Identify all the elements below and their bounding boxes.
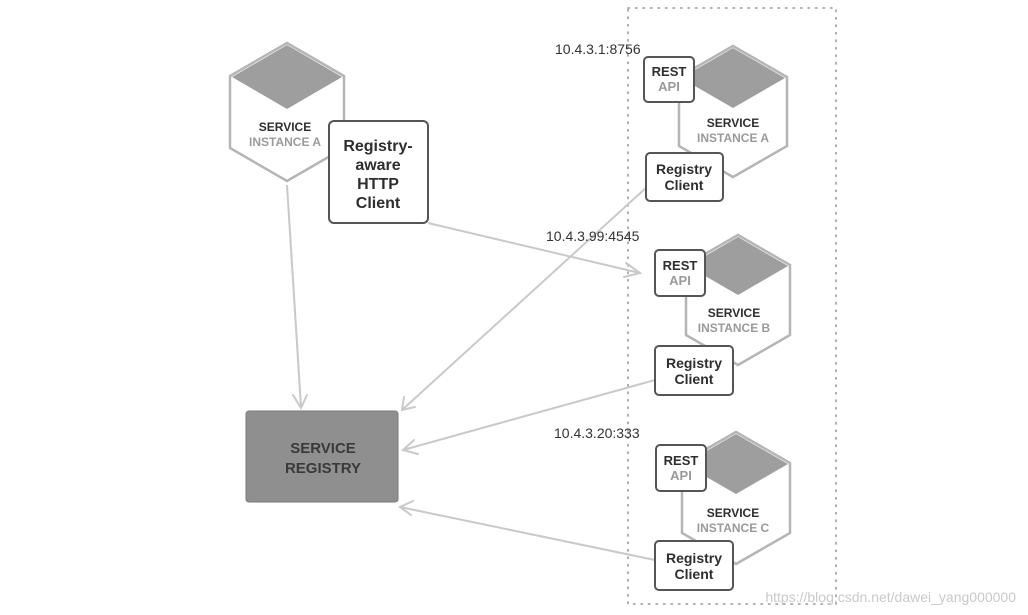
arrow-instance-b-client-to-registry <box>400 379 656 455</box>
service-registry: SERVICE REGISTRY <box>245 410 399 503</box>
service-instance-a: 10.4.3.1:8756 SERVICE INSTANCE A REST AP… <box>555 41 789 202</box>
arrows <box>286 184 656 561</box>
instance-b-client-line2: Client <box>675 371 714 387</box>
service-instance-b: 10.4.3.99:4545 SERVICE INSTANCE B REST A… <box>546 228 792 396</box>
instance-a-rest-api: REST API <box>643 56 695 103</box>
instance-a-api-line1: REST <box>652 64 687 79</box>
instance-c-client-line2: Client <box>675 566 714 582</box>
registry-line1: SERVICE <box>290 440 356 457</box>
watermark-text: https://blog.csdn.net/dawei_yang000000 <box>765 589 1016 605</box>
instance-c-instance-label: INSTANCE C <box>697 521 770 535</box>
client-service-label: SERVICE <box>259 120 311 134</box>
instance-a-instance-label: INSTANCE A <box>697 131 769 145</box>
http-client-line2: aware <box>355 157 400 174</box>
instance-a-service-label: SERVICE <box>707 116 759 130</box>
arrow-client-to-registry <box>286 184 308 411</box>
instance-a-client-line2: Client <box>665 177 704 193</box>
instance-a-address: 10.4.3.1:8756 <box>555 41 641 57</box>
instance-b-rest-api: REST API <box>654 249 706 297</box>
instance-c-rest-api: REST API <box>655 444 707 492</box>
instance-c-address: 10.4.3.20:333 <box>554 425 640 441</box>
instance-c-service-label: SERVICE <box>707 506 759 520</box>
client-service-hexagon: SERVICE INSTANCE A <box>228 41 346 183</box>
instance-c-api-line2: API <box>670 468 692 483</box>
instance-b-instance-label: INSTANCE B <box>698 321 771 335</box>
client-service-instance-label: INSTANCE A <box>249 135 321 149</box>
instance-c-api-line1: REST <box>664 453 699 468</box>
http-client-line4: Client <box>356 195 401 212</box>
http-client-line3: HTTP <box>357 176 399 193</box>
instance-a-api-line2: API <box>658 79 680 94</box>
instance-b-registry-client: Registry Client <box>654 345 734 396</box>
arrow-instance-a-client-to-registry <box>400 185 649 412</box>
http-client-line1: Registry- <box>343 138 412 155</box>
instance-b-address: 10.4.3.99:4545 <box>546 228 640 244</box>
instance-b-api-line1: REST <box>663 258 698 273</box>
registry-line2: REGISTRY <box>285 460 361 477</box>
instance-a-registry-client: Registry Client <box>645 152 724 202</box>
arrow-http-client-to-instance-b <box>427 222 643 278</box>
instance-c-registry-client: Registry Client <box>654 540 734 591</box>
service-instance-c: 10.4.3.20:333 SERVICE INSTANCE C REST AP… <box>554 425 792 591</box>
arrow-instance-c-client-to-registry <box>398 500 656 561</box>
instance-b-service-label: SERVICE <box>708 306 760 320</box>
http-client-box: Registry- aware HTTP Client <box>328 120 429 224</box>
instances-container <box>627 7 837 605</box>
instance-a-client-line1: Registry <box>656 161 712 177</box>
instance-b-client-line1: Registry <box>666 355 722 371</box>
instance-c-client-line1: Registry <box>666 550 722 566</box>
instance-b-api-line2: API <box>669 273 691 288</box>
